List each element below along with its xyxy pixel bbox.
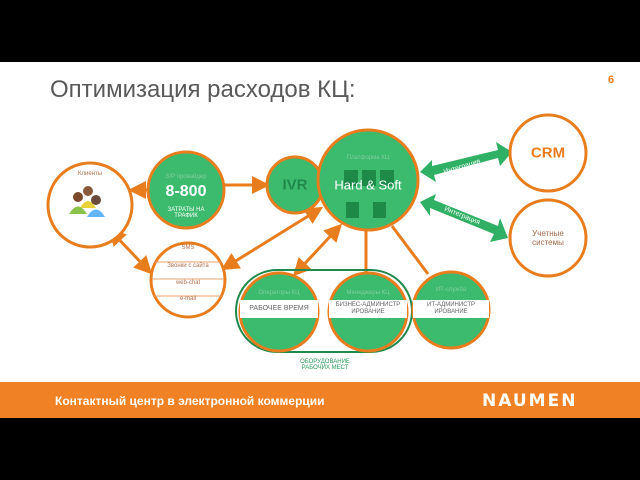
platform-main: Hard & Soft (334, 177, 402, 193)
slide: Оптимизация расходов КЦ: 6 (0, 62, 640, 382)
footer: Контактный центр в электронной коммерции… (0, 382, 640, 418)
channel-site-calls: Звонки с сайта (167, 263, 209, 269)
slide-title: Оптимизация расходов КЦ: (50, 76, 356, 103)
managers-label: Менеджеры КЦ (346, 290, 390, 296)
page-number: 6 (608, 74, 615, 86)
workplaces-label: ОБОРУДОВАНИЕ РАБОЧИХ МЕСТ (300, 359, 350, 371)
clients-label: Клиенты (77, 171, 103, 177)
sip-number: 8-800 (165, 183, 207, 200)
naumen-logo: NAUMEN (482, 391, 578, 411)
platform-label: Платформа КЦ (346, 155, 390, 161)
crm-label: CRM (530, 144, 566, 162)
arrow-operators-platform (292, 223, 343, 277)
accounting-circle (508, 198, 588, 278)
managers-band: БИЗНЕС-АДМИНИСТРИРОВАНИЕ (329, 300, 407, 318)
integration-arrow-accounting (420, 194, 508, 242)
crm-circle (508, 113, 588, 193)
channel-sms: SMS (181, 245, 195, 251)
channel-email: e-mail (179, 296, 197, 302)
operators-label: Операторы КЦ (258, 290, 300, 296)
footer-text: Контактный центр в электронной коммерции (55, 394, 325, 408)
sip-label: SIP провайдер (165, 174, 207, 180)
arrow-clients-channels (107, 227, 153, 275)
line-it-platform (390, 225, 430, 275)
ivr-label: IVR (282, 176, 308, 194)
it-label: ИТ-служба (435, 287, 467, 293)
integration-arrow-crm (420, 142, 512, 182)
it-band: ИТ-АДМИНИСТРИРОВАНИЕ (413, 300, 489, 318)
diagram (46, 113, 588, 353)
channel-web-chat: web-chat (175, 280, 201, 286)
accounting-label: Учетные системы (532, 229, 564, 247)
arrow-channels-platform (220, 206, 324, 271)
server-icons (344, 170, 394, 218)
operators-band: РАБОЧЕЕ ВРЕМЯ (240, 300, 318, 318)
sip-circle (146, 150, 226, 230)
people-icon (69, 186, 105, 217)
sip-note: ЗАТРАТЫ НА ТРАФИК (167, 207, 205, 219)
